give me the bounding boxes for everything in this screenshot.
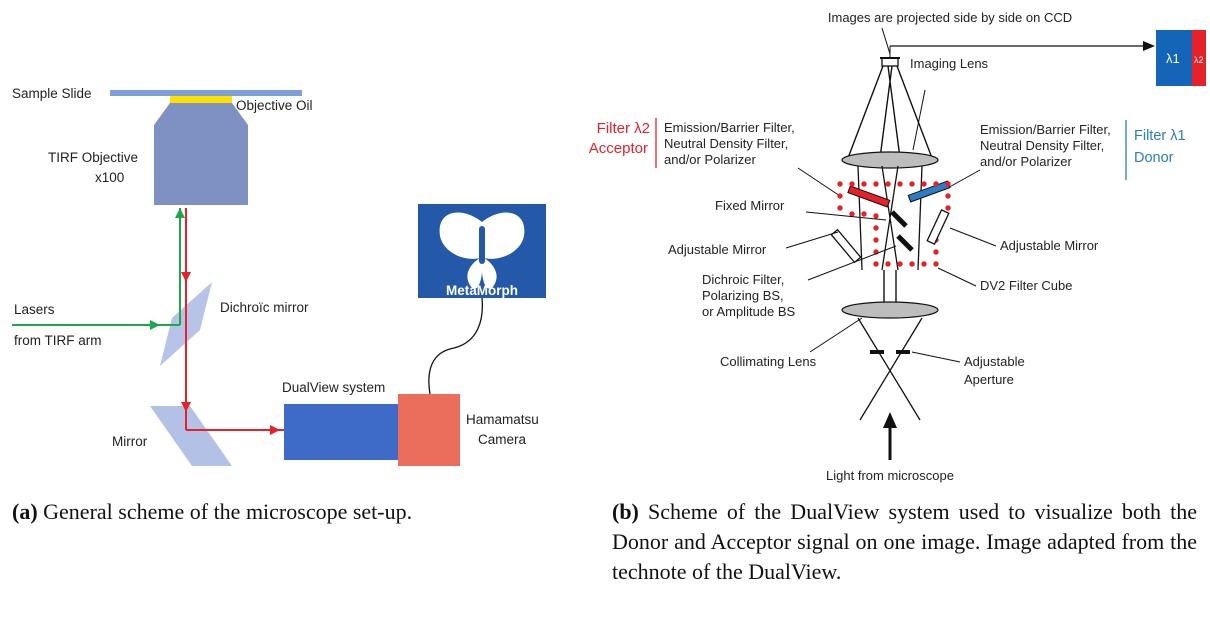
lasers-label-line2: from TIRF arm <box>14 333 102 348</box>
red-arrow-right-icon <box>270 425 280 435</box>
adjustable-mirror-right-label: Adjustable Mirror <box>1000 238 1099 253</box>
aperture-label-line1: Adjustable <box>964 354 1025 369</box>
aperture-pointer <box>911 351 961 363</box>
camera-cable <box>428 297 484 395</box>
emission-right-line2: Neutral Density Filter, <box>980 138 1104 153</box>
ccd-pointer <box>881 27 891 55</box>
objective-oil <box>170 96 232 103</box>
imaging-lens <box>841 151 939 169</box>
green-arrow-up-icon <box>175 208 185 218</box>
ccd-projection-label: Images are projected side by side on CCD <box>828 10 1072 25</box>
adjustable-mirror-right-pointer <box>949 227 997 247</box>
imaging-lens-label: Imaging Lens <box>910 56 989 71</box>
dichroic-pointer <box>807 245 897 281</box>
filter-donor-label-line2: Donor <box>1134 150 1174 166</box>
metamorph-logo-text: MetaMorph <box>446 283 518 298</box>
emission-right-line1: Emission/Barrier Filter, <box>980 122 1111 137</box>
fixed-mirror-pointer <box>805 211 887 221</box>
tirf-objective-label-line2: x100 <box>95 170 124 185</box>
collimating-lens-label: Collimating Lens <box>720 354 817 369</box>
camera-label-line1: Hamamatsu <box>466 412 539 427</box>
dichroic-label-line1: Dichroic Filter, <box>702 272 784 287</box>
collimated-rays <box>883 270 897 304</box>
light-arrow-icon <box>883 412 897 428</box>
figure-b: Images are projected side by side on CCD… <box>589 0 1210 490</box>
ccd-image-right <box>1192 30 1206 86</box>
hamamatsu-camera <box>398 394 460 466</box>
caption-b: (b) Scheme of the DualView system used t… <box>612 497 1197 587</box>
microscope-setup-diagram: Sample Slide Objective Oil TIRF Objectiv… <box>12 86 546 466</box>
dualview-system <box>284 404 398 460</box>
dualview-scheme-diagram: Images are projected side by side on CCD… <box>589 10 1206 483</box>
filter-acceptor <box>847 185 891 208</box>
caption-b-tag: (b) <box>612 499 639 524</box>
aperture-left <box>870 350 884 354</box>
green-arrow-right-icon <box>150 320 160 330</box>
imaging-rays <box>847 65 933 159</box>
adjustable-mirror-left-pointer <box>785 231 839 249</box>
emission-left-line1: Emission/Barrier Filter, <box>664 120 795 135</box>
light-from-microscope-label: Light from microscope <box>826 468 954 483</box>
metamorph-logo: MetaMorph <box>418 204 546 298</box>
fixed-mirror-label: Fixed Mirror <box>715 198 785 213</box>
filter-acceptor-label-line1: Filter λ2 <box>597 120 650 137</box>
red-arrow-down-icon-1 <box>181 272 191 282</box>
dv2-filter-cube-outline <box>837 181 951 267</box>
adjustable-mirror-right <box>926 209 950 245</box>
mirror <box>150 406 232 466</box>
sample-slide-label: Sample Slide <box>12 86 92 101</box>
adjustable-mirror-left-label: Adjustable Mirror <box>668 242 767 257</box>
aperture-right <box>896 350 910 354</box>
caption-a: (a) General scheme of the microscope set… <box>12 497 512 527</box>
collimating-lens <box>841 301 939 319</box>
ccd-sensor <box>881 57 899 67</box>
dichroic-label-line2: Polarizing BS, <box>702 288 784 303</box>
filter-rays <box>857 165 923 271</box>
mirror-label: Mirror <box>112 434 148 449</box>
tirf-objective-label-line1: TIRF Objective <box>48 150 138 165</box>
sample-slide <box>110 90 302 96</box>
caption-b-text: Scheme of the DualView system used to vi… <box>612 499 1197 584</box>
dv2-cube-label: DV2 Filter Cube <box>980 278 1072 293</box>
camera-label-line2: Camera <box>478 432 527 447</box>
focus-rays <box>857 317 923 421</box>
emission-right-line3: and/or Polarizer <box>980 154 1072 169</box>
ccd-arrow-icon <box>1143 41 1155 51</box>
emission-left-pointer <box>797 167 841 197</box>
dv2-cube-pointer <box>937 267 977 287</box>
objective-oil-label: Objective Oil <box>236 98 313 113</box>
adjustable-mirror-left <box>830 228 862 264</box>
collimating-lens-pointer <box>809 317 863 353</box>
caption-a-text: General scheme of the microscope set-up. <box>37 499 413 524</box>
dichroic-splitter <box>896 234 914 252</box>
filter-acceptor-label-line2: Acceptor <box>589 140 648 157</box>
ccd-image-left <box>1156 30 1192 86</box>
aperture-label-line2: Aperture <box>964 372 1014 387</box>
dualview-label: DualView system <box>282 380 385 395</box>
emission-left-line2: Neutral Density Filter, <box>664 136 788 151</box>
dichroic-mirror-label: Dichroïc mirror <box>220 300 309 315</box>
caption-a-tag: (a) <box>12 499 38 524</box>
lasers-label-line1: Lasers <box>14 302 55 317</box>
figure-a: Sample Slide Objective Oil TIRF Objectiv… <box>0 0 600 490</box>
red-arrow-down-icon-2 <box>181 402 191 412</box>
fixed-mirror <box>890 210 908 228</box>
filter-donor-label-line1: Filter λ1 <box>1134 128 1186 144</box>
emission-left-line3: and/or Polarizer <box>664 152 756 167</box>
ccd-right-label: λ2 <box>1194 55 1204 65</box>
ccd-left-label: λ1 <box>1166 51 1180 66</box>
dichroic-label-line3: or Amplitude BS <box>702 304 796 319</box>
imaging-lens-pointer <box>912 89 926 151</box>
tirf-objective <box>154 103 248 205</box>
